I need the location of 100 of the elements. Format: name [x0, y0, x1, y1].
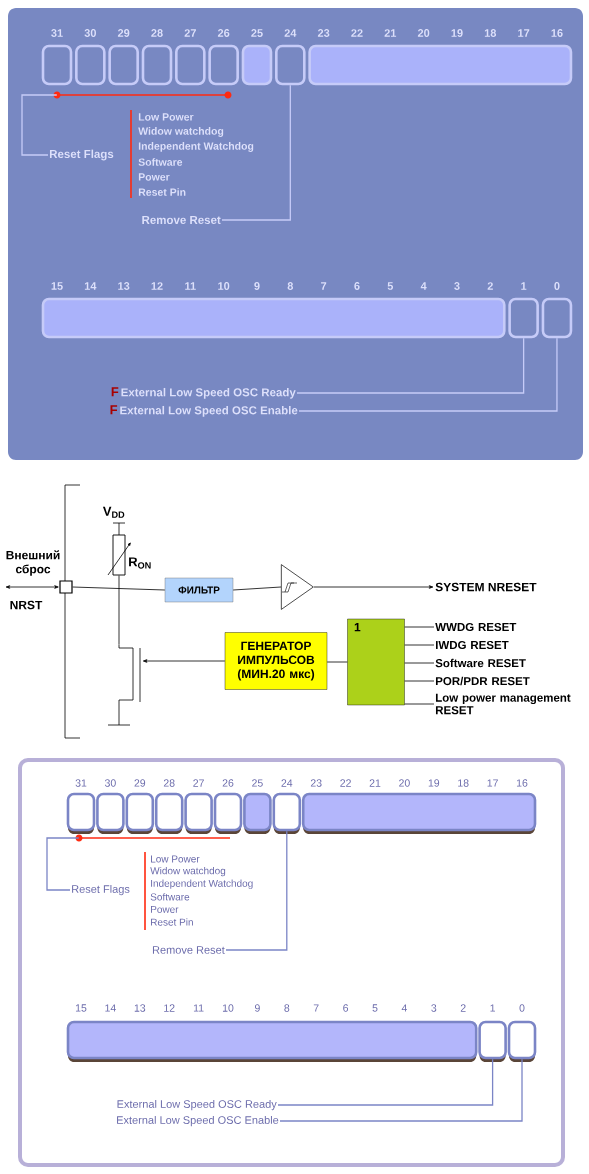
pulse-generator-box: ГЕНЕРАТОР ИМПУЛЬСОВ (МИН.20 мкс) — [224, 632, 328, 690]
bit-field-bar — [41, 297, 506, 339]
bit-number: 14 — [105, 1004, 116, 1012]
pin-pad — [59, 580, 73, 594]
leader-label: External Low Speed OSC Ready — [117, 1099, 277, 1111]
bit-number: 31 — [75, 779, 87, 787]
bit-number: 0 — [554, 282, 560, 290]
arrow — [313, 585, 434, 589]
bit-cell — [508, 297, 539, 339]
pin-label: NRST — [10, 600, 43, 610]
connector-line — [404, 680, 435, 682]
bit-number: 20 — [399, 779, 410, 787]
bracket-line — [53, 91, 232, 99]
bit-number: 27 — [193, 779, 204, 787]
bit-cell — [154, 792, 184, 834]
leader-label: External Low Speed OSC Enable — [117, 1115, 279, 1127]
connector-line — [404, 662, 435, 664]
flag-name: Widow watchdog — [150, 866, 226, 877]
bit-cell — [66, 792, 96, 834]
bit-number: 7 — [313, 1004, 319, 1012]
flag-name: Power — [138, 173, 170, 181]
bit-field-bar — [301, 792, 537, 834]
flag-name: Software — [150, 893, 190, 901]
bracket-line — [75, 834, 230, 842]
leader-label: Remove Reset — [152, 946, 225, 954]
bit-number: 23 — [310, 779, 322, 787]
flag-name: Reset Pin — [138, 188, 186, 196]
bit-number: 26 — [222, 779, 234, 787]
signal-label: POR/PDR RESET — [435, 676, 530, 686]
bit-number: 28 — [151, 29, 163, 37]
bit-cell — [125, 792, 155, 834]
schmitt-trigger — [281, 564, 314, 610]
bit-cell — [75, 44, 106, 86]
bit-number: 21 — [369, 779, 381, 787]
transistor-symbol — [107, 644, 141, 726]
connector-line — [404, 703, 435, 705]
bit-number: 27 — [184, 29, 196, 37]
voltage-label: V$_{DD}$ — [102, 506, 125, 518]
bit-number: 4 — [401, 1004, 407, 1012]
signal-label: Software RESET — [435, 658, 526, 668]
connector-line — [72, 586, 166, 591]
bit-number: 28 — [163, 779, 175, 787]
flag-name: Software — [138, 158, 183, 166]
leader-line — [21, 94, 58, 156]
bit-number: 22 — [340, 779, 351, 787]
bit-number: 0 — [519, 1004, 525, 1012]
flag-name: Power — [151, 905, 179, 913]
bit-number: 1 — [521, 282, 527, 290]
bit-cell — [243, 792, 272, 834]
bit-number: 1 — [490, 1004, 495, 1012]
connector-line — [404, 644, 435, 646]
bit-cell — [275, 44, 306, 86]
leader-line — [225, 830, 288, 951]
leader-line — [279, 1058, 523, 1122]
leader-line — [298, 337, 558, 412]
bit-number: 12 — [164, 1004, 175, 1012]
bit-cell — [478, 1020, 507, 1062]
signal-label: IWDG RESET — [435, 640, 509, 650]
bit-number: 6 — [343, 1004, 349, 1012]
bit-number: 15 — [75, 1004, 87, 1012]
pin-label: Внешний сброс — [6, 550, 60, 576]
flag-name: Widow watchdog — [138, 127, 224, 137]
resistor-label: R$_{ON}$ — [129, 557, 151, 569]
bit-number: 18 — [458, 779, 469, 787]
flag-name: Low Power — [151, 855, 200, 863]
leader-label: Remove Reset — [142, 216, 221, 224]
bit-number: 24 — [281, 779, 293, 787]
bit-cell — [108, 44, 139, 86]
flag-name: Low Power — [138, 113, 194, 121]
bit-number: 9 — [254, 1004, 260, 1012]
flag-name: Independent Watchdog — [151, 879, 253, 889]
bit-cell — [241, 44, 273, 86]
bit-number: 29 — [134, 779, 146, 787]
leader-label: F External Low Speed OSC Enable — [110, 405, 298, 417]
bit-field-bar — [66, 1020, 478, 1062]
connector-line — [118, 575, 120, 646]
bit-number: 25 — [252, 779, 263, 787]
leader-line — [221, 84, 291, 221]
bit-number: 31 — [51, 29, 63, 37]
connector-line — [232, 586, 282, 591]
bit-number: 23 — [317, 29, 330, 37]
bit-number: 25 — [251, 29, 263, 37]
signal-label: WWDG RESET — [435, 622, 517, 632]
bit-cell — [96, 792, 125, 834]
leader-line — [296, 337, 525, 394]
variable-resistor — [107, 534, 131, 576]
bit-cell — [507, 1020, 537, 1062]
bit-cell — [184, 792, 213, 834]
leader-line — [277, 1058, 494, 1106]
bit-cell — [41, 44, 73, 86]
bit-number: 19 — [428, 779, 440, 787]
bit-cell — [175, 44, 206, 86]
bit-cell — [208, 44, 239, 86]
output-label: SYSTEM NRESET — [435, 582, 537, 592]
bit-number: 17 — [487, 779, 498, 787]
arrow — [142, 659, 226, 663]
bit-cell — [541, 297, 573, 339]
bit-number: 2 — [460, 1004, 466, 1012]
bit-number: 30 — [104, 779, 116, 787]
or-gate: 1 — [347, 618, 405, 706]
